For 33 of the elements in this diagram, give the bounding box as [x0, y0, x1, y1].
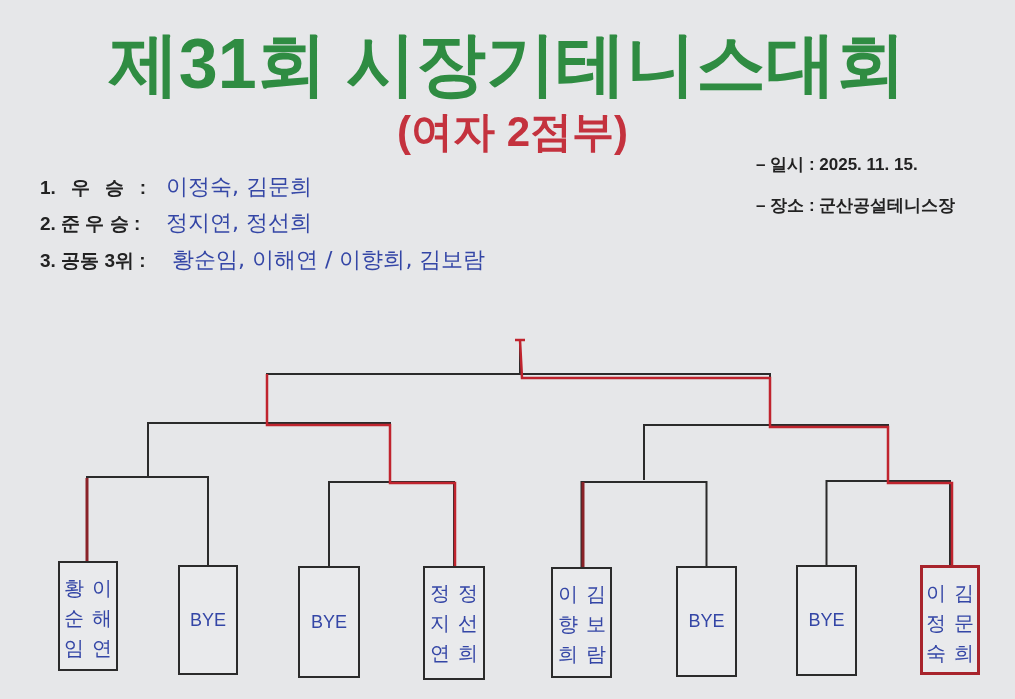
player-box	[920, 565, 980, 675]
bye-text: BYE	[688, 611, 725, 632]
player-name: 김보람	[584, 581, 607, 668]
player-name: 정지연	[429, 580, 451, 667]
bye-text: BYE	[190, 609, 226, 631]
bye-text: BYE	[808, 610, 845, 631]
player-box	[676, 566, 737, 677]
player-name: 정선희	[457, 580, 479, 667]
player-box	[551, 567, 612, 678]
winner-names: 황순임, 이해연 / 이향희, 김보람	[172, 246, 486, 274]
event-info: – 일시 : 2025. 11. 15.	[756, 154, 918, 176]
player-name: 이정숙	[925, 580, 947, 667]
subtitle: (여자 2점부)	[396, 107, 629, 157]
title: 제31회 시장기테니스대회	[107, 24, 908, 105]
winner-names: 이정숙, 김문희	[166, 173, 312, 201]
bracket-line	[580, 481, 708, 568]
player-name: 황순임	[63, 575, 85, 662]
player-box	[298, 566, 360, 678]
ranking-label: 2. 준 우 승 :	[40, 212, 141, 236]
ranking-label: 1. 우 승 :	[40, 176, 146, 200]
player-name: 김문희	[953, 580, 975, 667]
event-info: – 장소 : 군산공설테니스장	[756, 195, 956, 217]
player-box	[796, 565, 857, 676]
player-name: 이해연	[91, 575, 113, 662]
player-box	[178, 565, 238, 675]
player-name: 이향희	[556, 581, 579, 668]
ranking-label: 3. 공동 3위 :	[40, 249, 146, 273]
winner-names: 정지연, 정선희	[166, 209, 312, 237]
bracket-line	[328, 481, 455, 567]
bracket-line	[825, 480, 951, 566]
bye-text: BYE	[311, 611, 347, 633]
player-box	[58, 561, 118, 671]
player-box	[423, 566, 485, 680]
